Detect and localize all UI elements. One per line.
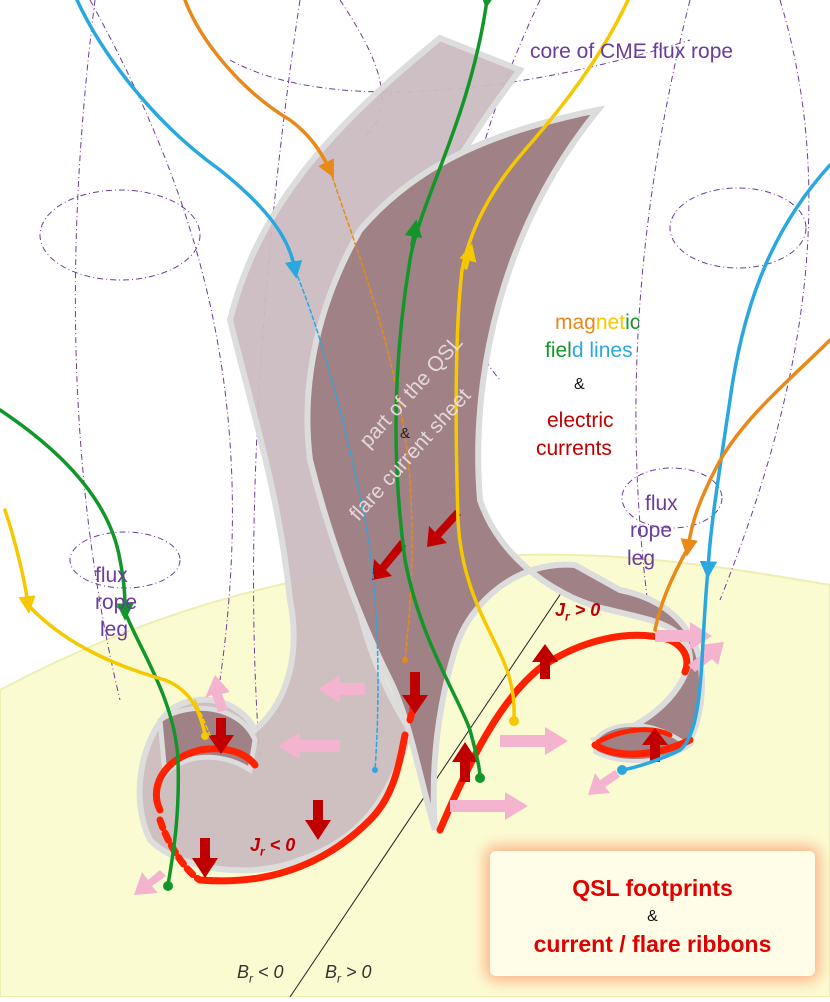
- bpos-sub: r: [337, 971, 342, 986]
- label-field-lines-part1: fiel: [545, 339, 572, 362]
- label-field-lines: field lines: [545, 340, 633, 361]
- bneg-symbol: B: [237, 962, 250, 982]
- label-field-lines-part3: lines: [583, 339, 633, 362]
- label-currents: currents: [536, 437, 612, 460]
- label-flux-left-1: flux: [95, 564, 128, 587]
- field-line-yellow-top: [454, 0, 630, 722]
- label-flux-right-3: leg: [627, 547, 656, 570]
- jpos-sub: r: [565, 609, 570, 624]
- legend-title: QSL footprints: [572, 875, 733, 901]
- label-core-cme: core of CME flux rope: [530, 40, 734, 63]
- label-jr-negative: Jr < 0: [250, 835, 295, 859]
- jpos-symbol: J: [555, 600, 566, 620]
- label-flux-left-2: rope: [95, 591, 138, 614]
- jneg-rel: < 0: [264, 835, 296, 855]
- field-line-orange-left: [183, 0, 334, 178]
- label-br-negative: Br < 0: [237, 962, 284, 986]
- field-line-yellow-left: [3, 508, 36, 614]
- bpos-symbol: B: [325, 962, 338, 982]
- current-arrows: [192, 510, 668, 878]
- field-line-green-left: [0, 408, 134, 621]
- label-jr-positive: Jr > 0: [555, 600, 600, 624]
- legend-subtitle: current / flare ribbons: [533, 931, 772, 957]
- field-line-blue-right: [699, 163, 830, 579]
- label-flux-right-2: rope: [630, 519, 673, 542]
- bpos-rel: > 0: [341, 962, 372, 982]
- jpos-rel: > 0: [569, 600, 601, 620]
- label-magnetic-part2: net: [595, 311, 626, 334]
- label-br-positive: Br > 0: [325, 962, 372, 986]
- label-electric: electric: [547, 409, 614, 432]
- field-line-blue-left: [75, 0, 303, 279]
- label-amp-legend: &: [574, 376, 585, 393]
- label-flux-right-1: flux: [645, 492, 678, 515]
- jneg-symbol: J: [250, 835, 261, 855]
- ribbon-motion-arrows: [134, 622, 724, 895]
- label-field-lines-part2: d: [571, 339, 584, 362]
- legend-box: QSL footprints & current / flare ribbons: [490, 851, 815, 976]
- field-line-orange-right: [680, 338, 830, 557]
- bneg-sub: r: [249, 971, 254, 986]
- legend-amp: &: [647, 908, 658, 925]
- label-magnetic: magnetic: [555, 312, 640, 333]
- jneg-sub: r: [260, 844, 265, 859]
- footpoints: [163, 657, 627, 891]
- label-magnetic-part3: ic: [625, 311, 641, 334]
- bneg-rel: < 0: [253, 962, 284, 982]
- label-flux-left-3: leg: [100, 618, 129, 641]
- field-line-green-top: [394, 0, 497, 780]
- label-magnetic-part1: mag: [555, 311, 596, 334]
- label-sheet-amp: &: [400, 425, 411, 442]
